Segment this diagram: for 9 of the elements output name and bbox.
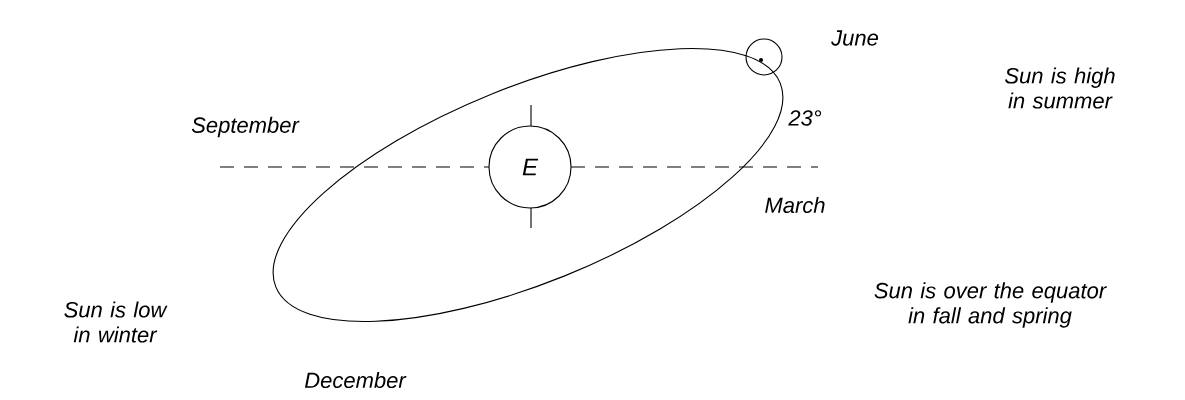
- month-label: 23°: [788, 110, 822, 126]
- month-label: March: [765, 196, 825, 214]
- sun-circle: [745, 38, 783, 76]
- month-label: December: [304, 371, 407, 389]
- month-label: Sun is high in summer: [1005, 67, 1115, 109]
- month-label: Sun is low in winter: [64, 301, 168, 343]
- month-label: June: [831, 30, 879, 46]
- month-label: Sun is over the equator in fall and spring: [874, 282, 1107, 328]
- month-label: September: [191, 116, 300, 138]
